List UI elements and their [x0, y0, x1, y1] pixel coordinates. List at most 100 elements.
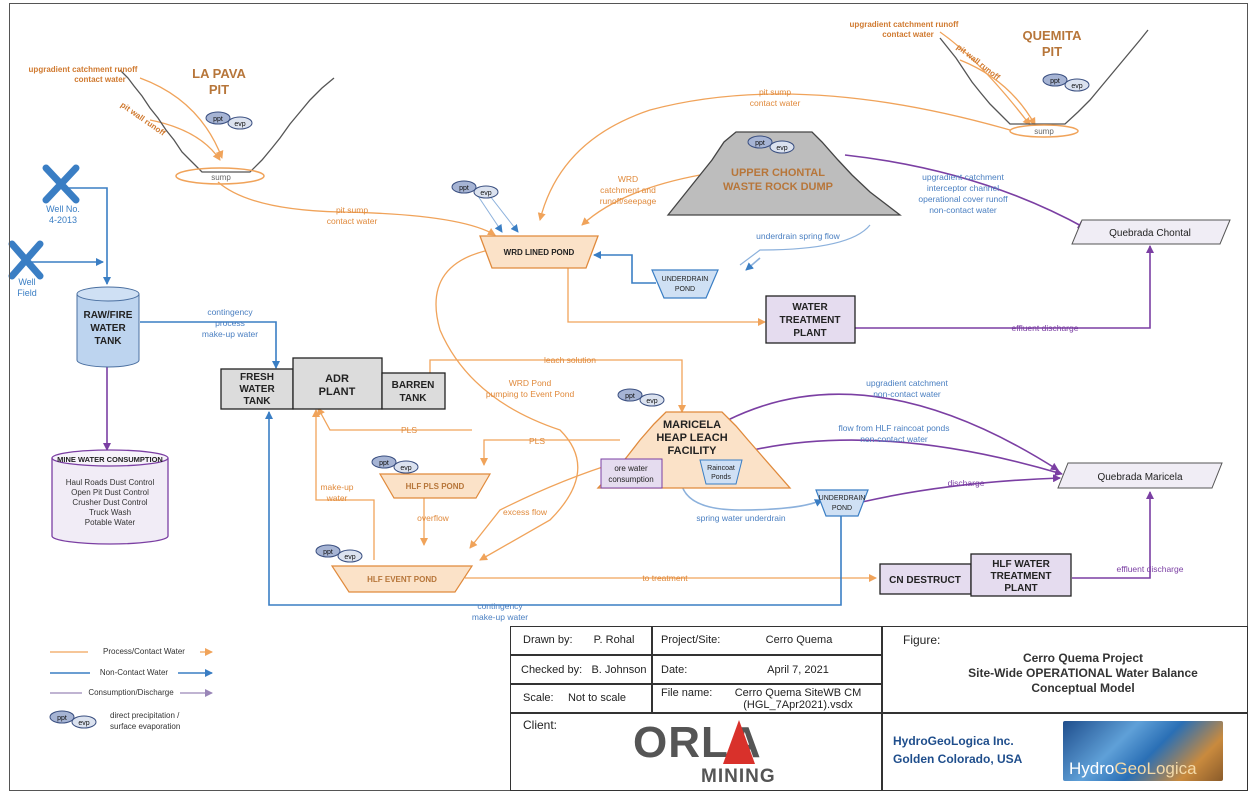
quemita-sump-label: sump [1034, 127, 1054, 136]
checked-by-label: Checked by: [521, 664, 583, 676]
quemita-catchment-1: upgradient catchment runoff [850, 20, 959, 29]
label-interceptor-3: operational cover runoff [918, 194, 1008, 204]
figure-title-3: Conceptual Model [1031, 681, 1135, 695]
wrd-lined-pond: WRD LINED POND [479, 235, 599, 269]
well-field-x-icon [8, 240, 44, 280]
legend-process: Process/Contact Water [103, 647, 185, 656]
flow-excess [469, 461, 619, 549]
quemita-sump [1009, 124, 1079, 138]
tb-scale: Scale: Not to scale [510, 684, 652, 713]
label-effluent-top: effluent discharge [1012, 323, 1079, 333]
hgl-logo-text: HydroGeoLogica [1069, 759, 1197, 779]
label-pit-sump-top-2: contact water [750, 98, 801, 108]
tb-company: HydroGeoLogica Inc. Golden Colorado, USA… [882, 713, 1248, 791]
label-contingency-top-3: make-up water [202, 329, 258, 339]
raw-fire-label-1: RAW/FIRE [84, 310, 133, 321]
wtp-label-2: TREATMENT [780, 315, 841, 326]
fresh-water-label-3: TANK [243, 396, 271, 407]
legend: Process/Contact Water Non-Contact Water … [49, 645, 213, 731]
ppt-evp-heap: ppt evp [617, 388, 665, 407]
figure-title-1: Cerro Quema Project [1022, 651, 1144, 665]
label-upgradient-noncontact-2: non-contact water [873, 389, 941, 399]
barren-tank [381, 372, 446, 410]
well-field-label-1: Well [18, 277, 35, 287]
consumption-flows [103, 154, 1154, 579]
flow-catchment-quemita [939, 31, 1031, 126]
wtp-label-1: WATER [792, 302, 828, 313]
label-interceptor-1: upgradient catchment [922, 172, 1004, 182]
project-value: Cerro Quema [765, 634, 833, 646]
label-wrd-pumping-2: pumping to Event Pond [486, 389, 575, 399]
quemita-catchment-2: contact water [882, 30, 934, 39]
waste-rock-label-2: WASTE ROCK DUMP [723, 181, 833, 193]
well-no-label-2: 4-2013 [49, 215, 77, 225]
hlf-water-treatment-plant: HLF WATER TREATMENT PLANT [970, 553, 1072, 597]
orla-logo-swoosh [723, 720, 755, 764]
la-pava-pit-outline [119, 69, 335, 173]
la-pava-title-1: LA PAVA [192, 66, 246, 81]
adr-plant-label-1: ADR [325, 373, 349, 385]
hlf-event-pond: HLF EVENT POND [330, 565, 474, 593]
ore-water-label-1: ore water [614, 464, 648, 473]
label-hlf-raincoat-1: flow from HLF raincoat ponds [838, 423, 949, 433]
flow-wrd-to-wtp [567, 268, 766, 326]
flow-wrd-pumping [435, 247, 579, 561]
tb-project: Project/Site: Cerro Quema [652, 626, 882, 655]
tb-checked-by: Checked by: B. Johnson [510, 655, 652, 684]
figure-label: Figure: [903, 633, 941, 647]
heap-leach-label-1: MARICELA [663, 419, 721, 431]
quemita-pit: sump QUEMITA PIT upgradient catchment ru… [850, 20, 1149, 138]
legend-noncontact: Non-Contact Water [100, 668, 169, 677]
wtp-label-3: PLANT [793, 328, 826, 339]
consumption-item-1: Haul Roads Dust Control [66, 478, 155, 487]
flow-underdrain-spring-long [739, 224, 871, 266]
label-interceptor-2: interceptor channel [927, 183, 999, 193]
hlf-pls-pond: HLF PLS POND [378, 473, 492, 499]
flow-pls-to-adr [317, 407, 472, 431]
well-no-4-2013: Well No. 4-2013 [42, 164, 80, 225]
flow-catchment-lapava [139, 77, 224, 159]
tb-filename: File name: Cerro Quema SiteWB CM (HGL_7A… [652, 684, 882, 713]
la-pava-sump [175, 167, 265, 185]
evp-icon: evp [646, 398, 657, 405]
company-name: HydroGeoLogica Inc. [893, 734, 1014, 748]
figure-title-2: Site-Wide OPERATIONAL Water Balance [968, 666, 1198, 680]
label-excess: excess flow [503, 507, 548, 517]
raincoat-ponds [699, 459, 743, 485]
label-hlf-raincoat-2: non-contact water [860, 434, 928, 444]
ppt-icon: ppt [625, 393, 635, 400]
flow-heap-to-maricela-b [743, 439, 1063, 476]
quebrada-maricela-label: Quebrada Maricela [1097, 472, 1182, 483]
quemita-pit-outline [939, 29, 1149, 125]
flow-lapava-to-wrd [217, 181, 496, 236]
flow-pitwall-lapava [149, 119, 221, 161]
underdrain-pond-top: UNDERDRAIN POND [651, 269, 719, 299]
tb-client: Client: ORLA MINING [510, 713, 882, 791]
flow-quemita-to-wrd [537, 93, 1011, 221]
quebrada-chontal: Quebrada Chontal [1071, 219, 1231, 245]
well-field-label-2: Field [17, 288, 37, 298]
noncontact-flows [28, 187, 871, 606]
label-effluent-right: effluent discharge [1117, 564, 1184, 574]
label-makeup-1: make-up [320, 482, 353, 492]
label-leach-solution: leach solution [544, 355, 596, 365]
tb-date: Date: April 7, 2021 [652, 655, 882, 684]
filename-label: File name: [661, 687, 713, 699]
project-label: Project/Site: [661, 634, 721, 646]
legend-consumption: Consumption/Discharge [88, 688, 174, 697]
flow-wtp-to-chontal [855, 245, 1154, 329]
scale-value: Not to scale [567, 692, 627, 704]
barren-label-2: TANK [399, 393, 427, 404]
client-label: Client: [523, 718, 558, 732]
process-flows [139, 31, 1036, 582]
flow-leach-solution [429, 359, 686, 413]
label-wrd-catchment-2: catchment and [600, 185, 656, 195]
label-contingency-top-2: process [215, 318, 245, 328]
company-location: Golden Colorado, USA [893, 752, 1023, 766]
flow-event-to-adr [312, 409, 375, 560]
process-plant: FRESH WATER TANK ADR PLANT BARREN TANK [220, 357, 446, 410]
flow-ppt-wrd-a [477, 195, 503, 233]
ppt-icon: ppt [459, 185, 469, 192]
legend-ppt-evp-1: direct precipitation / [110, 711, 180, 720]
label-to-treatment: to treatment [642, 573, 688, 583]
